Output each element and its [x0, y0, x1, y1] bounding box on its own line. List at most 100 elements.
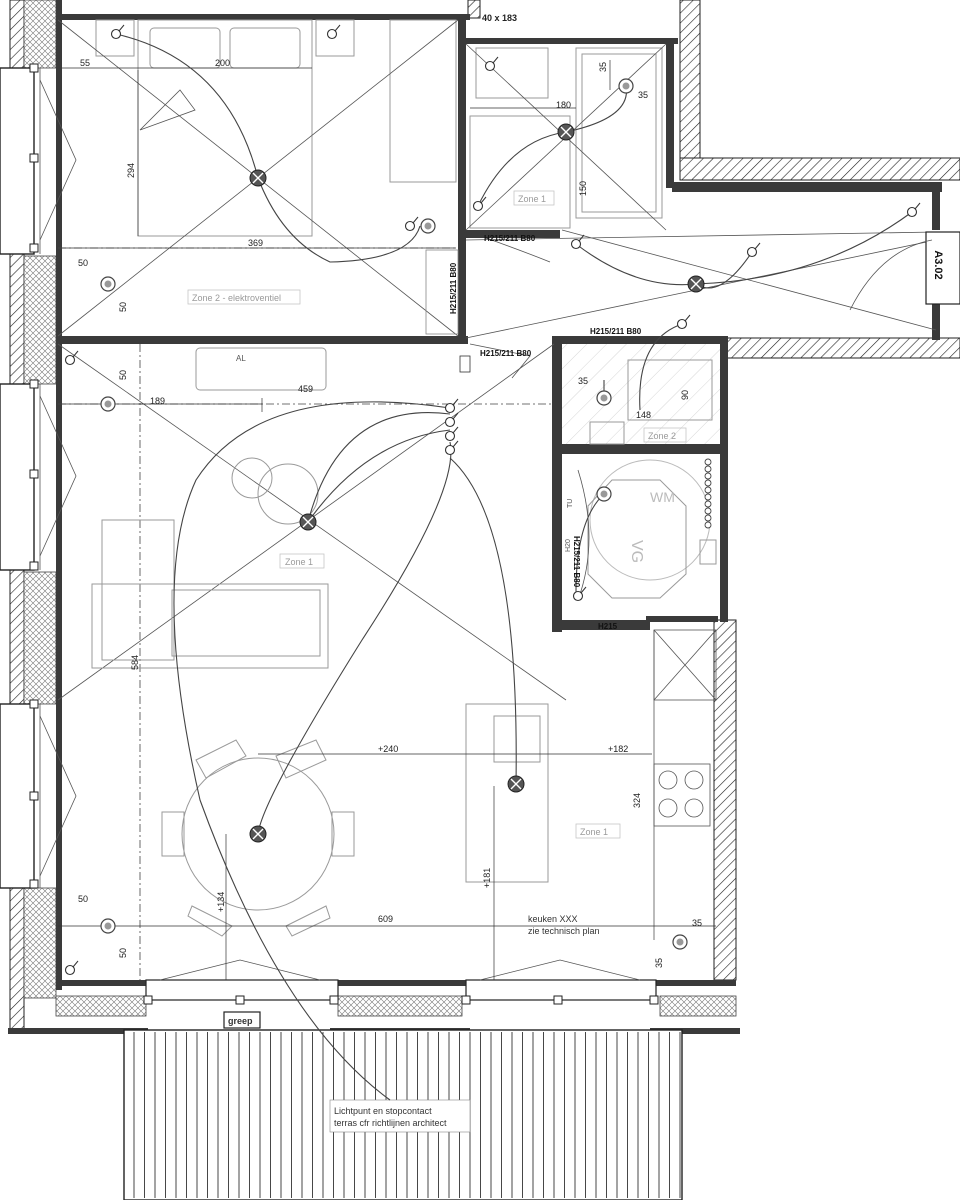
dim-150: 150: [578, 181, 588, 196]
dim-35-d: 35: [692, 918, 702, 928]
zone-kitchen: Zone 1: [580, 827, 608, 837]
light-point-icon: [249, 825, 267, 843]
switch-icon: [746, 242, 761, 258]
switch-icon: [64, 960, 79, 976]
light-point-icon: [557, 123, 575, 141]
socket-icon: [100, 918, 116, 934]
meter-dot: [704, 472, 712, 480]
dim-plus-181: +181: [482, 868, 492, 888]
switch-icon: [676, 314, 691, 330]
switch-icon: [444, 440, 459, 456]
dim-148: 148: [636, 410, 651, 420]
terrace-note-line1: Lichtpunt en stopcontact: [334, 1106, 432, 1116]
switch-icon: [64, 350, 79, 366]
left-windows: [0, 63, 77, 889]
switch-icon: [326, 24, 341, 40]
dim-584: 584: [130, 655, 140, 670]
switch-icon: [472, 196, 487, 212]
meter-dot: [704, 514, 712, 522]
sockets: [100, 78, 688, 950]
door-label-wc: H215/211 B80: [572, 536, 581, 588]
socket-icon: [100, 396, 116, 412]
living: [57, 343, 717, 980]
light-point-icon: [687, 275, 705, 293]
switch-icon: [484, 56, 499, 72]
switch-icon: [906, 202, 921, 218]
tu-label: TU: [567, 499, 574, 508]
terrace: [123, 1029, 683, 1200]
socket-icon: [672, 934, 688, 950]
dim-plus-240: +240: [378, 744, 398, 754]
insulation: [23, 0, 737, 1017]
dim-50-c: 50: [118, 370, 128, 380]
light-point-icon: [249, 169, 267, 187]
door-label-hall: H215/211 B80: [590, 327, 642, 336]
door-label-utility: H215: [598, 622, 618, 631]
light-point-icon: [299, 513, 317, 531]
meter-dot: [704, 507, 712, 515]
meter-dot: [704, 465, 712, 473]
switch-icon: [570, 234, 585, 250]
meter-dot: [704, 493, 712, 501]
meter-dot: [704, 500, 712, 508]
switches: [64, 24, 921, 976]
meter-dot: [704, 479, 712, 487]
dim-50-b: 50: [118, 302, 128, 312]
door-label-bed: H215/211 B80: [449, 262, 458, 314]
socket-icon: [618, 78, 634, 94]
dim-609: 609: [378, 914, 393, 924]
dim-369: 369: [248, 238, 263, 248]
switch-icon: [444, 398, 459, 414]
dim-plus-134: +134: [216, 892, 226, 912]
bathroom: [465, 43, 667, 263]
bottom-windows: [143, 959, 659, 1029]
structural-walls: [8, 0, 942, 1034]
kitchen-note-line2: zie technisch plan: [528, 926, 600, 936]
grip-label: greep: [228, 1016, 253, 1026]
meter-dot: [704, 458, 712, 466]
socket-icon: [100, 276, 116, 292]
terrace-note-line2: terras cfr richtlijnen architect: [334, 1118, 447, 1128]
dim-plus-182: +182: [608, 744, 628, 754]
switch-icon: [444, 426, 459, 442]
room-code: A3.02: [932, 250, 944, 279]
electrical-wiring: [115, 33, 913, 1101]
socket-icon: [420, 218, 436, 234]
dim-200: 200: [215, 58, 230, 68]
dim-50-d: 50: [78, 894, 88, 904]
dim-180: 180: [556, 100, 571, 110]
zone-bedroom: Zone 2 - elektroventiel: [192, 293, 281, 303]
kitchen-note-line1: keuken XXX: [528, 914, 578, 924]
h20-label: H20: [565, 539, 572, 552]
dim-324: 324: [632, 793, 642, 808]
dim-189: 189: [150, 396, 165, 406]
switch-icon: [404, 216, 419, 232]
window-size-label: 40 x 183: [482, 13, 517, 23]
meter-dot: [704, 521, 712, 529]
zone-wc: Zone 2: [648, 431, 676, 441]
switch-icon: [444, 412, 459, 428]
door-label-bath: H215/211 B80: [484, 234, 536, 243]
meter-dot: [704, 486, 712, 494]
dim-35-b: 35: [638, 90, 648, 100]
dim-459: 459: [298, 384, 313, 394]
dim-35-c: 35: [578, 376, 588, 386]
door-label-living: H215/211 B80: [480, 349, 532, 358]
switch-icon: [572, 586, 587, 602]
hall: [465, 229, 960, 379]
dim-50-a: 50: [78, 258, 88, 268]
socket-icon: [596, 486, 612, 502]
socket-icon: [596, 390, 612, 406]
dim-294: 294: [126, 163, 136, 178]
switch-icon: [110, 24, 125, 40]
light-points: [249, 123, 705, 843]
light-point-icon: [507, 775, 525, 793]
al-label: AL: [236, 354, 246, 363]
zone-living: Zone 1: [285, 557, 313, 567]
dim-50-e: 50: [118, 948, 128, 958]
dim-55: 55: [80, 58, 90, 68]
dim-35-e: 35: [654, 958, 664, 968]
dim-90: 90: [680, 390, 690, 400]
washing-machine-label: WM: [650, 489, 675, 505]
